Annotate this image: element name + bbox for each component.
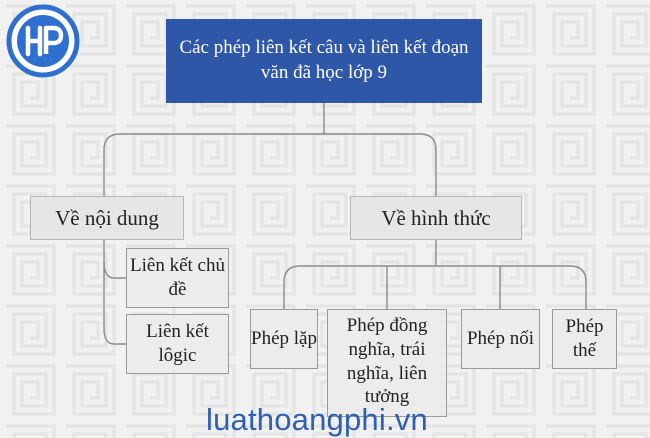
conjunction-label: Phép nối: [466, 328, 535, 350]
watermark-text: luathoangphi.vn: [206, 402, 428, 437]
group-content-node: Về nội dung: [30, 196, 184, 240]
group-content-label: Về nội dung: [55, 205, 159, 230]
hp-logo-icon: [6, 4, 80, 78]
substitution-label: Phép thế: [565, 316, 604, 361]
group-form-node: Về hình thức: [350, 196, 522, 240]
conjunction-node: Phép nối: [461, 309, 540, 369]
logic-link-node: Liên kết lôgic: [126, 314, 229, 374]
logic-link-label: Liên kết lôgic: [146, 321, 209, 366]
topic-link-node: Liên kết chủ đề: [126, 248, 229, 308]
synonym-node: Phép đồng nghĩa, trái nghĩa, liên tưởng: [327, 309, 447, 417]
group-form-label: Về hình thức: [381, 205, 491, 230]
root-node: Các phép liên kết câu và liên kết đoạn v…: [166, 19, 482, 103]
substitution-node: Phép thế: [552, 309, 617, 369]
repetition-label: Phép lặp: [251, 328, 317, 350]
root-node-label: Các phép liên kết câu và liên kết đoạn v…: [179, 37, 469, 83]
synonym-label: Phép đồng nghĩa, trái nghĩa, liên tưởng: [346, 315, 428, 408]
repetition-node: Phép lặp: [250, 309, 318, 369]
topic-link-label: Liên kết chủ đề: [130, 255, 225, 300]
